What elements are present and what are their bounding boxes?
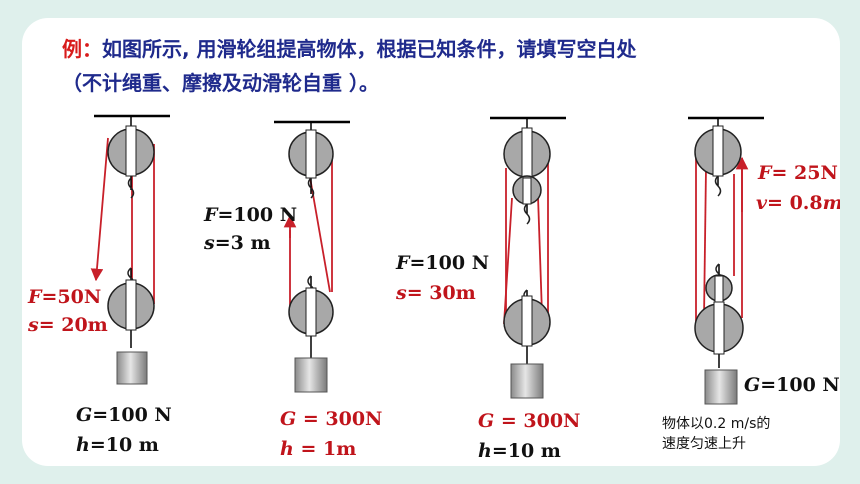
rope-3c bbox=[537, 195, 543, 315]
problem-text: 如图所示, 用滑轮组提高物体，根据已知条件，请填写空白处 bbox=[102, 37, 637, 61]
weight-label-2: G = 300N bbox=[280, 408, 383, 430]
slide: 例：如图所示, 用滑轮组提高物体，根据已知条件，请填写空白处 （不计绳重、摩擦及… bbox=[22, 18, 840, 466]
weight-label-4: G=100 N bbox=[744, 374, 840, 396]
hook-1a bbox=[127, 177, 135, 199]
height-label-2: h = 1m bbox=[280, 438, 357, 460]
pulley-diagrams bbox=[90, 114, 764, 405]
problem-line-1: 例：如图所示, 用滑轮组提高物体，根据已知条件，请填写空白处 bbox=[62, 32, 637, 66]
distance-label-3: s= 30m bbox=[396, 282, 476, 304]
motion-note-line-1: 物体以0.2 m/s的 bbox=[662, 416, 771, 432]
force-label-2: F=100 N bbox=[204, 204, 298, 226]
problem-statement: 例：如图所示, 用滑轮组提高物体，根据已知条件，请填写空白处 （不计绳重、摩擦及… bbox=[62, 32, 637, 100]
force-label-3: F=100 N bbox=[396, 252, 490, 274]
hook-4a bbox=[714, 175, 722, 197]
weight-1 bbox=[116, 351, 148, 385]
height-label-1: h=10 m bbox=[76, 434, 159, 456]
pulley-system-2 bbox=[274, 120, 350, 393]
problem-line-2: （不计绳重、摩擦及动滑轮自重 ）。 bbox=[62, 71, 379, 95]
hook-2a bbox=[307, 177, 315, 199]
distance-label-1: s= 20m bbox=[28, 314, 108, 336]
pulley-system-1 bbox=[90, 114, 170, 385]
rope-4b bbox=[703, 167, 707, 319]
motion-note-line-2: 速度匀速上升 bbox=[662, 436, 746, 452]
pulley-system-4 bbox=[688, 116, 764, 405]
force-label-4: F= 25N bbox=[758, 162, 838, 184]
weight-label-3: G = 300N bbox=[478, 410, 581, 432]
weight-4 bbox=[704, 369, 738, 405]
weight-2 bbox=[294, 357, 328, 393]
weight-label-1: G=100 N bbox=[76, 404, 172, 426]
hook-3a bbox=[523, 203, 531, 225]
rope-3b bbox=[503, 197, 513, 325]
force-label-1: F=50N bbox=[28, 286, 102, 308]
distance-label-2: s=3 m bbox=[204, 232, 271, 254]
height-label-3: h=10 m bbox=[478, 440, 561, 462]
velocity-label-4: v= 0.8m/s bbox=[756, 192, 840, 214]
pull-rope-1 bbox=[90, 137, 109, 282]
example-label: 例： bbox=[62, 37, 102, 61]
pulley-system-3 bbox=[490, 116, 566, 399]
weight-3 bbox=[510, 363, 544, 399]
motion-note-4: 物体以0.2 m/s的 速度匀速上升 bbox=[662, 414, 770, 454]
